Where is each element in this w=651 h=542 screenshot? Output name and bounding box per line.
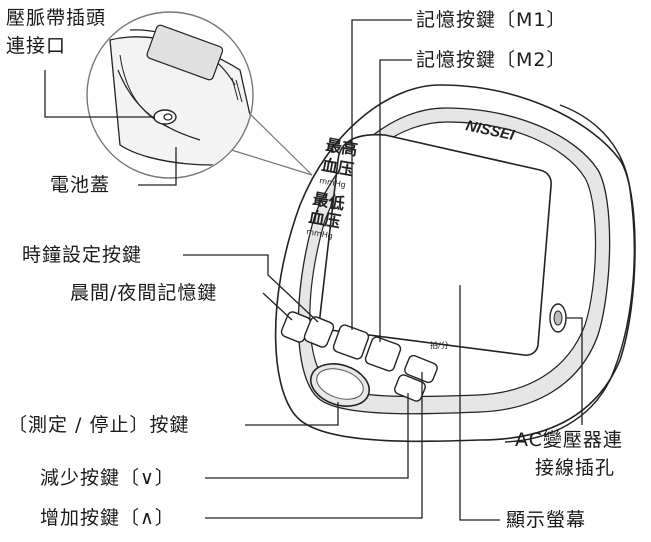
m1-key[interactable] <box>332 324 370 361</box>
lcd-display <box>319 133 552 356</box>
ac-adapter-label-line1: AC變壓器連 <box>515 429 623 451</box>
m1-button-label: 記憶按鍵〔M1〕 <box>416 9 567 31</box>
am-pm-memory-label: 晨間/夜間記憶鍵 <box>70 282 218 304</box>
cuff-port-label-line2: 連接口 <box>6 35 67 57</box>
clock-button-label: 時鐘設定按鍵 <box>22 244 143 266</box>
leader-lines <box>44 19 583 521</box>
display-label: 顯示螢幕 <box>506 509 587 531</box>
cuff-port-label-line1: 壓脈帶插頭 <box>6 7 107 29</box>
monitor-body: NISSEI 最高 血压 mmHg 最低 血压 mmHg 拍/分 <box>274 84 636 443</box>
up-key[interactable] <box>403 354 438 384</box>
pulse-unit-label: 拍/分 <box>430 340 449 350</box>
down-key[interactable] <box>393 373 426 402</box>
increase-button-label: 增加按鍵〔∧〕 <box>40 507 175 529</box>
clock-key[interactable] <box>303 315 335 348</box>
start-stop-label: 〔測定 / 停止〕按鍵 <box>8 414 190 436</box>
m2-key[interactable] <box>364 336 402 373</box>
battery-cover-label: 電池蓋 <box>50 174 111 196</box>
m2-button-label: 記憶按鍵〔M2〕 <box>416 49 567 71</box>
detail-zoom <box>86 11 313 179</box>
decrease-button-label: 減少按鍵〔∨〕 <box>40 467 175 489</box>
ac-adapter-label-line2: 接線插孔 <box>535 457 616 479</box>
